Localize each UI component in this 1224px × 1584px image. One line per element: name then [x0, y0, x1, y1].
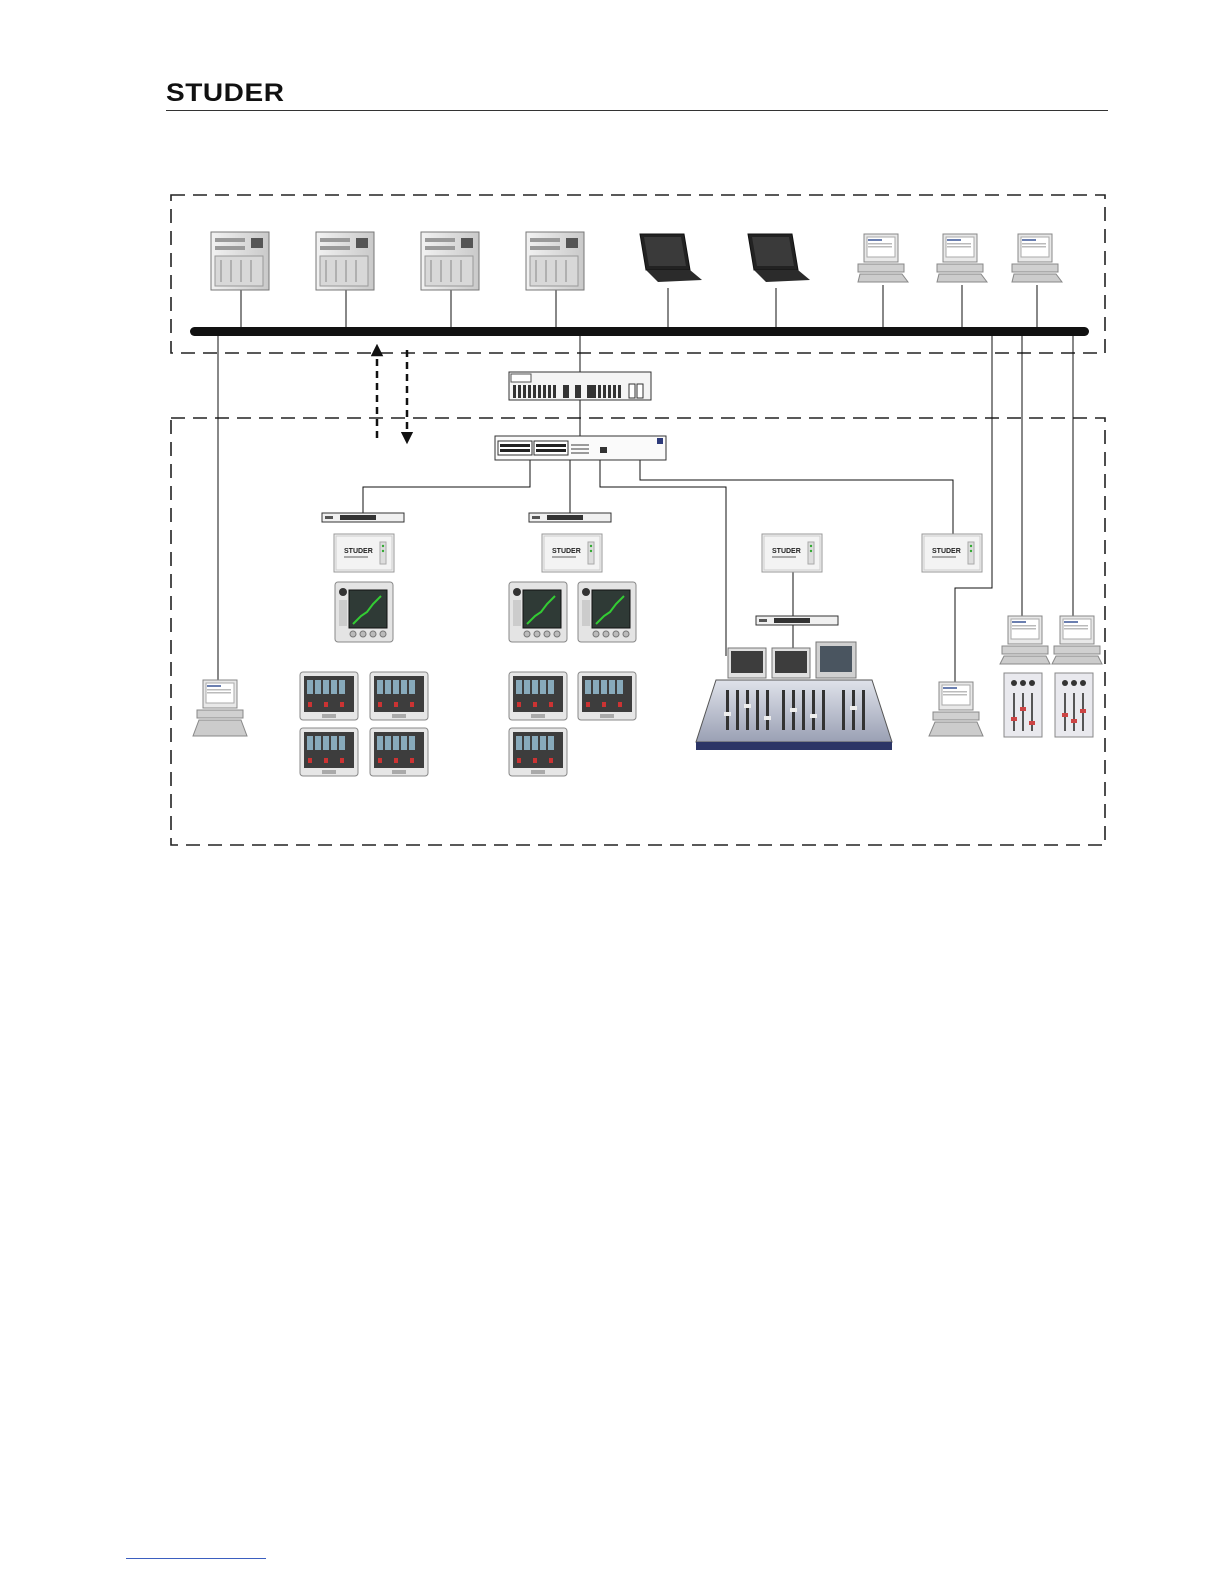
- footer-link-rule: [126, 1558, 266, 1559]
- fader-screen-6-icon: [578, 672, 636, 720]
- fader-screen-3-icon: [300, 728, 358, 776]
- laptop-1-icon: [640, 234, 702, 282]
- server-2-icon: [316, 232, 374, 290]
- workstation-lower-2-icon: [929, 682, 983, 736]
- touch-screen-unit-1-icon: [335, 582, 393, 642]
- core-frame-2-icon: STUDER: [542, 534, 602, 572]
- workstation-lower-4-icon: [1052, 616, 1102, 664]
- core-frame-1-icon: STUDER: [334, 534, 394, 572]
- server-1-icon: [211, 232, 269, 290]
- core-frame-brand: STUDER: [344, 548, 373, 555]
- workstation-top-3-icon: [1012, 234, 1062, 282]
- server-4-icon: [526, 232, 584, 290]
- laptop-2-icon: [748, 234, 810, 282]
- workstation-lower-1-icon: [193, 680, 247, 736]
- fader-screen-5-icon: [509, 672, 567, 720]
- fader-screen-4-icon: [370, 728, 428, 776]
- network-backbone: [190, 327, 1089, 336]
- fader-screen-7-icon: [509, 728, 567, 776]
- touch-screen-unit-2-icon: [509, 582, 567, 642]
- workstation-top-1-icon: [858, 234, 908, 282]
- patch-panel-icon: [509, 372, 651, 400]
- workstation-top-2-icon: [937, 234, 987, 282]
- fader-screen-2-icon: [370, 672, 428, 720]
- mixing-console-icon: [696, 642, 892, 750]
- fader-panel-2-icon: [1055, 673, 1093, 737]
- small-switch-3-icon: [756, 616, 838, 625]
- core-frame-3-icon: STUDER: [762, 534, 822, 572]
- server-3-icon: [421, 232, 479, 290]
- workstation-lower-3-icon: [1000, 616, 1050, 664]
- core-frame-brand: STUDER: [772, 548, 801, 555]
- core-frame-brand: STUDER: [552, 548, 581, 555]
- lower-production-zone: [171, 418, 1105, 845]
- small-switch-1-icon: [322, 513, 404, 522]
- touch-screen-unit-3-icon: [578, 582, 636, 642]
- core-frame-4-icon: STUDER: [922, 534, 982, 572]
- fader-panel-1-icon: [1004, 673, 1042, 737]
- fader-screen-1-icon: [300, 672, 358, 720]
- core-frame-brand: STUDER: [932, 548, 961, 555]
- small-switch-2-icon: [529, 513, 611, 522]
- data-flow-arrows: [377, 350, 407, 438]
- main-switch-icon: [495, 436, 666, 460]
